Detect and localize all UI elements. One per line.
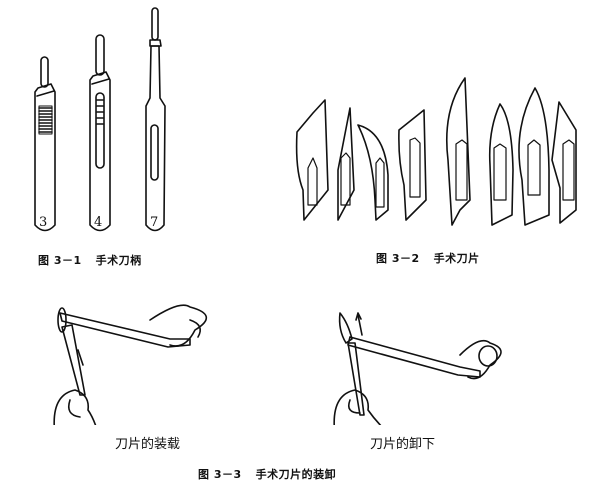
blade-unloading-illustration: [333, 312, 502, 425]
panel-blade-loading: 刀片的装载: [50, 295, 250, 465]
handle-7-number: 7: [150, 215, 158, 230]
panel-caption-unloading: 刀片的卸下: [370, 437, 436, 452]
handle-4-drawing: 4: [89, 34, 111, 232]
handle-3-drawing: 3: [34, 56, 56, 232]
panel-blade-unloading: 刀片的卸下: [330, 295, 530, 465]
handle-7-drawing: 7: [145, 7, 166, 232]
scalpel-blades-illustration: [295, 77, 577, 226]
panel-caption-loading: 刀片的装载: [115, 437, 181, 452]
blade-loading-illustration: [53, 304, 208, 425]
scalpel-handles-illustration: 3 4 7: [34, 7, 166, 232]
handle-3-number: 3: [39, 215, 47, 230]
handle-4-number: 4: [94, 215, 102, 230]
